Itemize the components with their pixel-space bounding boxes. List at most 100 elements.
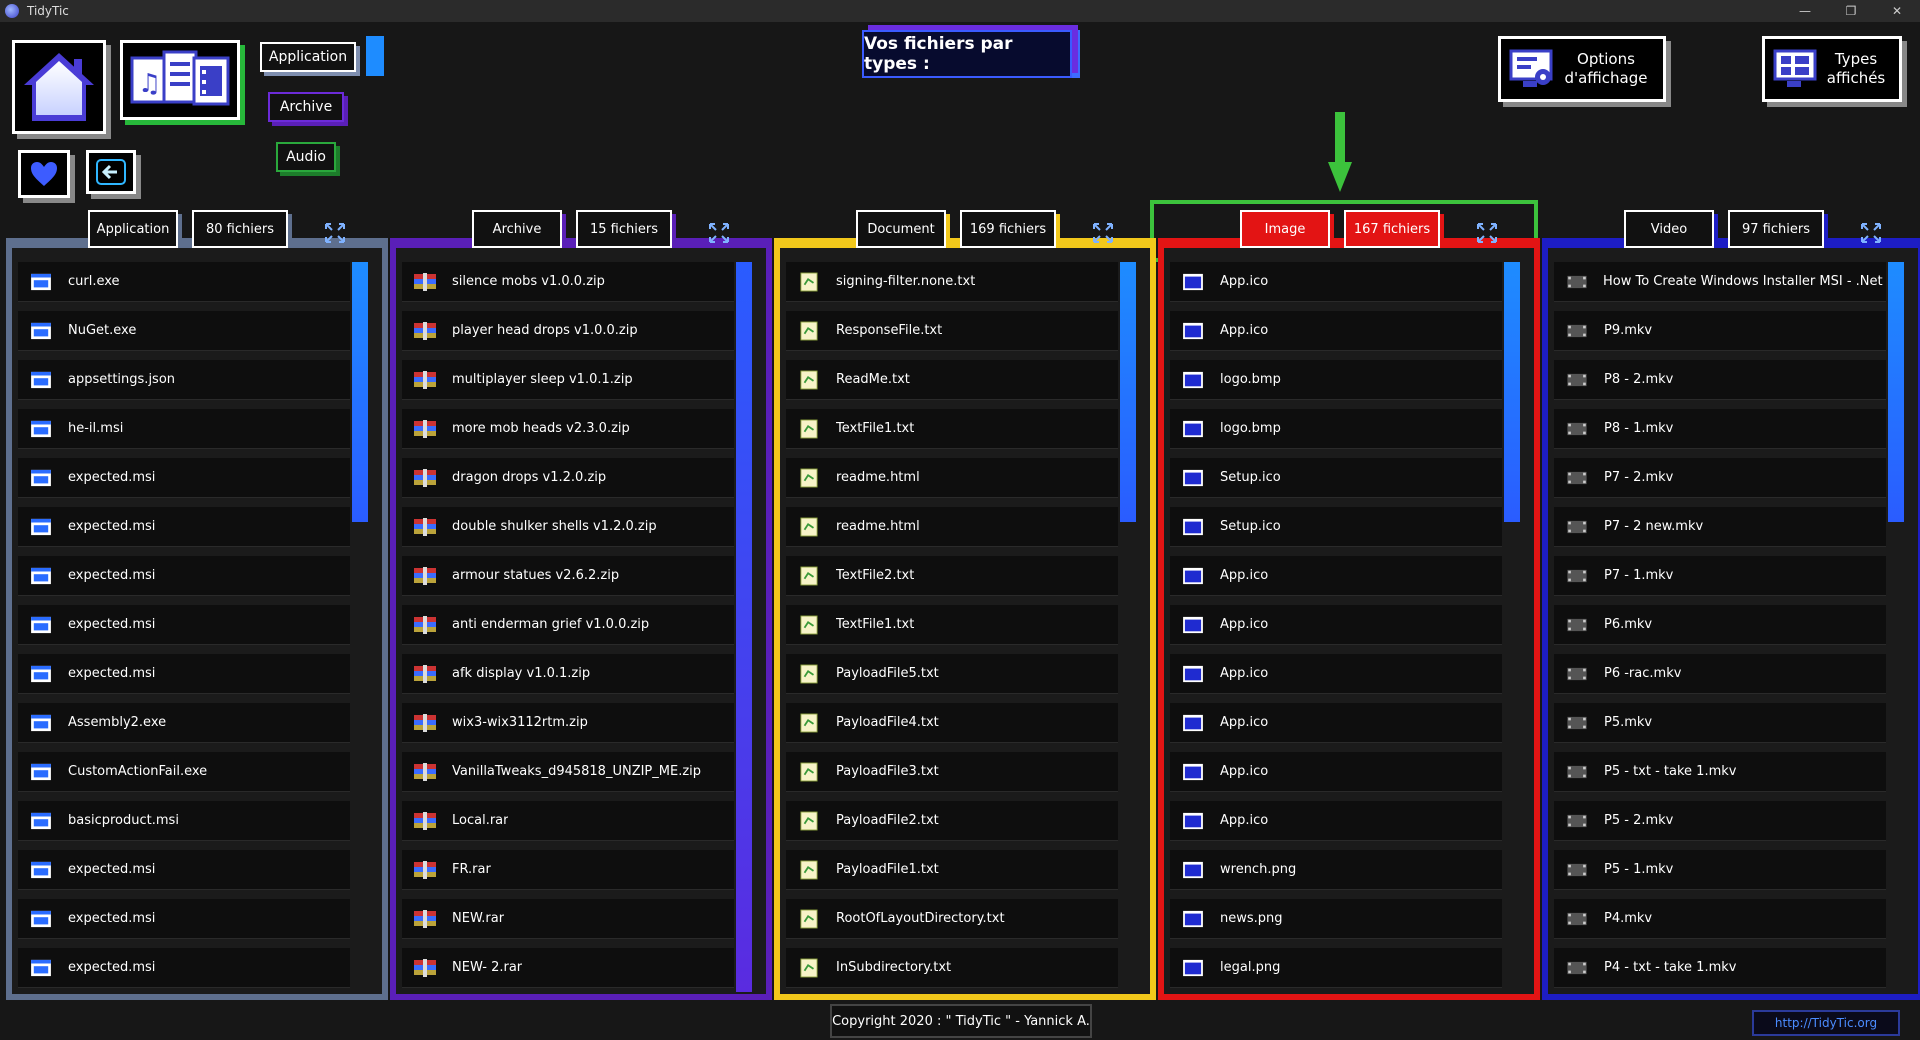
file-row[interactable]: App.ico — [1170, 752, 1502, 792]
file-row[interactable]: PayloadFile2.txt — [786, 801, 1118, 841]
file-row[interactable]: App.ico — [1170, 605, 1502, 645]
file-row[interactable]: Setup.ico — [1170, 507, 1502, 547]
file-row[interactable]: InSubdirectory.txt — [786, 948, 1118, 988]
expand-column-icon[interactable] — [1092, 222, 1114, 244]
file-row[interactable]: App.ico — [1170, 311, 1502, 351]
file-row[interactable]: logo.bmp — [1170, 360, 1502, 400]
file-row[interactable]: NEW.rar — [402, 899, 734, 939]
file-row[interactable]: expected.msi — [18, 948, 350, 988]
file-row[interactable]: NuGet.exe — [18, 311, 350, 351]
filter-audio-button[interactable]: Audio — [276, 142, 336, 172]
file-row[interactable]: P5 - 1.mkv — [1554, 850, 1886, 890]
file-row[interactable]: more mob heads v2.3.0.zip — [402, 409, 734, 449]
column-type-tab[interactable]: Video — [1624, 210, 1714, 248]
file-row[interactable]: armour statues v2.6.2.zip — [402, 556, 734, 596]
home-button[interactable] — [12, 40, 106, 134]
file-list[interactable]: App.ico App.ico logo.bmp logo.bmp Setup.… — [1170, 262, 1502, 992]
file-row[interactable]: signing-filter.none.txt — [786, 262, 1118, 302]
file-row[interactable]: P4 - txt - take 1.mkv — [1554, 948, 1886, 988]
file-row[interactable]: P7 - 2.mkv — [1554, 458, 1886, 498]
file-row[interactable]: CustomActionFail.exe — [18, 752, 350, 792]
file-row[interactable]: he-il.msi — [18, 409, 350, 449]
file-row[interactable]: news.png — [1170, 899, 1502, 939]
favorites-button[interactable] — [18, 150, 70, 198]
filter-application-button[interactable]: Application — [260, 42, 356, 72]
file-row[interactable]: expected.msi — [18, 507, 350, 547]
file-row[interactable]: App.ico — [1170, 556, 1502, 596]
file-row[interactable]: NEW- 2.rar — [402, 948, 734, 988]
file-row[interactable]: expected.msi — [18, 556, 350, 596]
file-row[interactable]: P9.mkv — [1554, 311, 1886, 351]
column-type-tab[interactable]: Archive — [472, 210, 562, 248]
file-row[interactable]: RootOfLayoutDirectory.txt — [786, 899, 1118, 939]
file-row[interactable]: P4.mkv — [1554, 899, 1886, 939]
scrollbar[interactable] — [352, 262, 368, 522]
file-row[interactable]: dragon drops v1.2.0.zip — [402, 458, 734, 498]
column-type-tab[interactable]: Document — [856, 210, 946, 248]
file-row[interactable]: legal.png — [1170, 948, 1502, 988]
expand-column-icon[interactable] — [1860, 222, 1882, 244]
column-type-tab[interactable]: Image — [1240, 210, 1330, 248]
file-row[interactable]: FR.rar — [402, 850, 734, 890]
file-row[interactable]: PayloadFile3.txt — [786, 752, 1118, 792]
file-row[interactable]: expected.msi — [18, 605, 350, 645]
file-row[interactable]: P7 - 2 new.mkv — [1554, 507, 1886, 547]
file-row[interactable]: anti enderman grief v1.0.0.zip — [402, 605, 734, 645]
file-row[interactable]: P8 - 1.mkv — [1554, 409, 1886, 449]
file-row[interactable]: P8 - 2.mkv — [1554, 360, 1886, 400]
file-row[interactable]: App.ico — [1170, 262, 1502, 302]
scrollbar[interactable] — [1504, 262, 1520, 522]
file-list[interactable]: silence mobs v1.0.0.zip player head drop… — [402, 262, 734, 992]
back-button[interactable] — [86, 150, 136, 194]
scrollbar[interactable] — [736, 262, 752, 992]
file-row[interactable]: player head drops v1.0.0.zip — [402, 311, 734, 351]
file-row[interactable]: expected.msi — [18, 458, 350, 498]
file-row[interactable]: logo.bmp — [1170, 409, 1502, 449]
file-row[interactable]: double shulker shells v1.2.0.zip — [402, 507, 734, 547]
file-row[interactable]: readme.html — [786, 458, 1118, 498]
file-row[interactable]: silence mobs v1.0.0.zip — [402, 262, 734, 302]
scrollbar[interactable] — [1888, 262, 1904, 522]
file-row[interactable]: Setup.ico — [1170, 458, 1502, 498]
file-row[interactable]: expected.msi — [18, 850, 350, 890]
file-row[interactable]: Assembly2.exe — [18, 703, 350, 743]
file-row[interactable]: PayloadFile1.txt — [786, 850, 1118, 890]
file-list[interactable]: How To Create Windows Installer MSI - .N… — [1554, 262, 1886, 992]
file-row[interactable]: App.ico — [1170, 703, 1502, 743]
file-row[interactable]: curl.exe — [18, 262, 350, 302]
file-row[interactable]: multiplayer sleep v1.0.1.zip — [402, 360, 734, 400]
file-row[interactable]: TextFile1.txt — [786, 409, 1118, 449]
file-row[interactable]: P6 -rac.mkv — [1554, 654, 1886, 694]
display-options-button[interactable]: Options d'affichage — [1498, 36, 1666, 102]
file-row[interactable]: PayloadFile4.txt — [786, 703, 1118, 743]
file-row[interactable]: App.ico — [1170, 654, 1502, 694]
file-row[interactable]: P5 - txt - take 1.mkv — [1554, 752, 1886, 792]
file-row[interactable]: ReadMe.txt — [786, 360, 1118, 400]
file-row[interactable]: TextFile1.txt — [786, 605, 1118, 645]
file-row[interactable]: wrench.png — [1170, 850, 1502, 890]
media-types-button[interactable]: ♫ — [120, 40, 240, 120]
file-row[interactable]: afk display v1.0.1.zip — [402, 654, 734, 694]
file-row[interactable]: PayloadFile5.txt — [786, 654, 1118, 694]
file-row[interactable]: appsettings.json — [18, 360, 350, 400]
file-row[interactable]: P5 - 2.mkv — [1554, 801, 1886, 841]
scrollbar[interactable] — [1120, 262, 1136, 522]
restore-button[interactable]: ❐ — [1845, 4, 1857, 18]
file-row[interactable]: expected.msi — [18, 899, 350, 939]
expand-column-icon[interactable] — [324, 222, 346, 244]
close-button[interactable]: ✕ — [1891, 4, 1903, 18]
file-list[interactable]: curl.exe NuGet.exe appsettings.json he-i… — [18, 262, 350, 992]
file-row[interactable]: readme.html — [786, 507, 1118, 547]
expand-column-icon[interactable] — [1476, 222, 1498, 244]
footer-website-link[interactable]: http://TidyTic.org — [1752, 1010, 1900, 1036]
file-row[interactable]: How To Create Windows Installer MSI - .N… — [1554, 262, 1886, 302]
file-row[interactable]: P7 - 1.mkv — [1554, 556, 1886, 596]
file-row[interactable]: P6.mkv — [1554, 605, 1886, 645]
expand-column-icon[interactable] — [708, 222, 730, 244]
filter-archive-button[interactable]: Archive — [268, 92, 344, 122]
file-row[interactable]: ResponseFile.txt — [786, 311, 1118, 351]
file-row[interactable]: VanillaTweaks_d945818_UNZIP_ME.zip — [402, 752, 734, 792]
file-row[interactable]: wix3-wix3112rtm.zip — [402, 703, 734, 743]
file-row[interactable]: TextFile2.txt — [786, 556, 1118, 596]
file-row[interactable]: expected.msi — [18, 654, 350, 694]
